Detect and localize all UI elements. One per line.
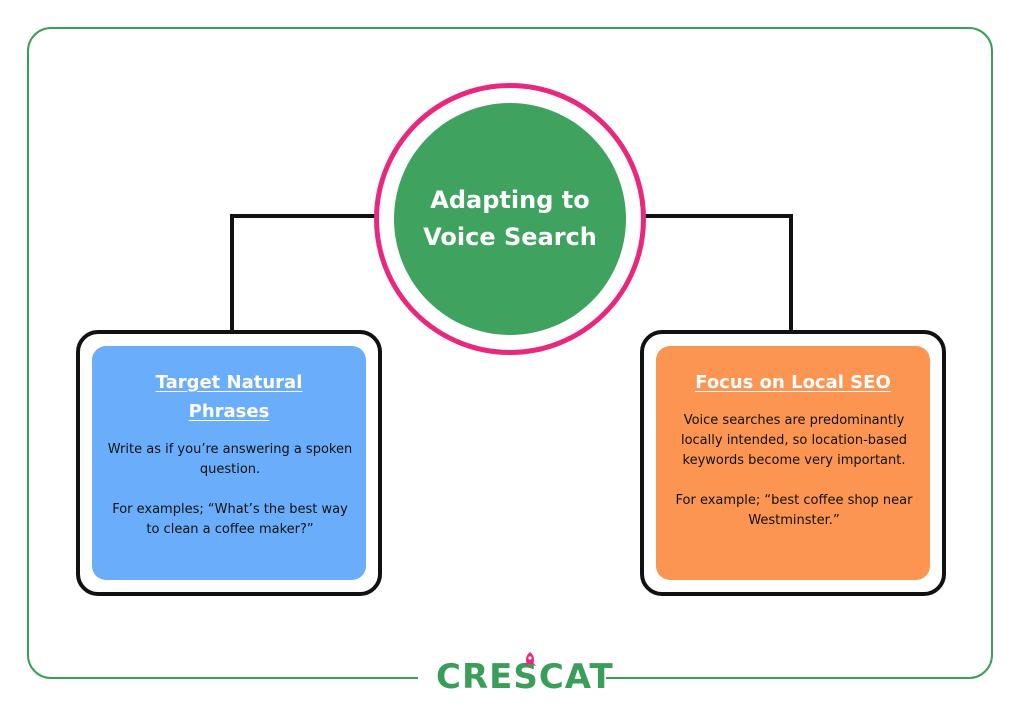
right-card-body: Voice searches are predominantly locally… bbox=[668, 411, 920, 531]
left-card-body: Write as if you’re answering a spoken qu… bbox=[104, 440, 356, 540]
left-card: Target Natural Phrases Write as if you’r… bbox=[76, 330, 382, 596]
brand-logo-text: CRESCAT bbox=[436, 657, 614, 697]
connector-right bbox=[640, 214, 793, 332]
left-card-paragraph: For examples; “What’s the best way to cl… bbox=[112, 502, 348, 537]
right-card-paragraph: Voice searches are predominantly locally… bbox=[680, 413, 908, 468]
hub-node: Adapting to Voice Search bbox=[394, 103, 626, 335]
left-card-panel: Target Natural Phrases Write as if you’r… bbox=[92, 346, 366, 580]
left-card-title: Target Natural Phrases bbox=[155, 372, 303, 422]
connector-left bbox=[230, 214, 380, 332]
right-card-panel: Focus on Local SEO Voice searches are pr… bbox=[656, 346, 930, 580]
left-card-paragraph: Write as if you’re answering a spoken qu… bbox=[107, 442, 353, 477]
hub-title: Adapting to Voice Search bbox=[423, 186, 597, 251]
right-card: Focus on Local SEO Voice searches are pr… bbox=[640, 330, 946, 596]
right-card-paragraph: For example; “best coffee shop near West… bbox=[675, 493, 913, 528]
right-card-title: Focus on Local SEO bbox=[695, 372, 891, 393]
rocket-icon bbox=[520, 651, 540, 675]
logo-gap bbox=[418, 668, 606, 692]
brand-logo: CRESCAT bbox=[436, 652, 614, 697]
